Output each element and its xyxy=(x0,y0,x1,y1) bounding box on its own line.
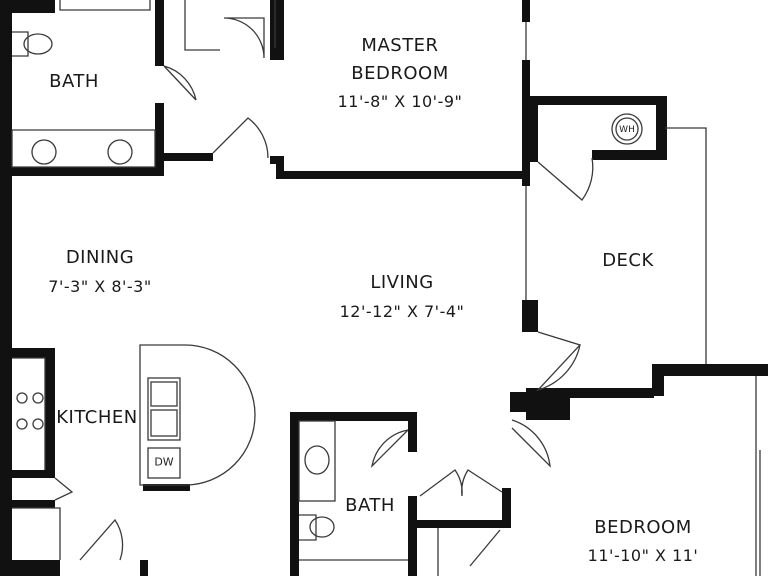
living-dims: 12'-12" X 7'-4" xyxy=(339,302,465,321)
dining-label: DINING xyxy=(65,247,135,268)
bedroom-label: BEDROOM xyxy=(594,517,692,538)
master-bedroom-name-2: BEDROOM xyxy=(351,63,449,84)
water-heater-label: WH xyxy=(619,125,635,135)
master-bedroom-name-1: MASTER xyxy=(361,35,439,56)
bath-top-label: BATH xyxy=(49,71,99,92)
deck-label: DECK xyxy=(602,250,654,271)
bath-bottom-label: BATH xyxy=(345,495,395,516)
bedroom-dims: 11'-10" X 11' xyxy=(587,546,699,565)
kitchen-label: KITCHEN xyxy=(56,407,138,428)
master-bedroom-dims: 11'-8" X 10'-9" xyxy=(337,92,463,111)
dishwasher-label: DW xyxy=(154,455,174,469)
living-label: LIVING xyxy=(370,272,434,293)
dining-dims: 7'-3" X 8'-3" xyxy=(48,277,152,296)
fixtures-and-doors xyxy=(11,0,761,576)
